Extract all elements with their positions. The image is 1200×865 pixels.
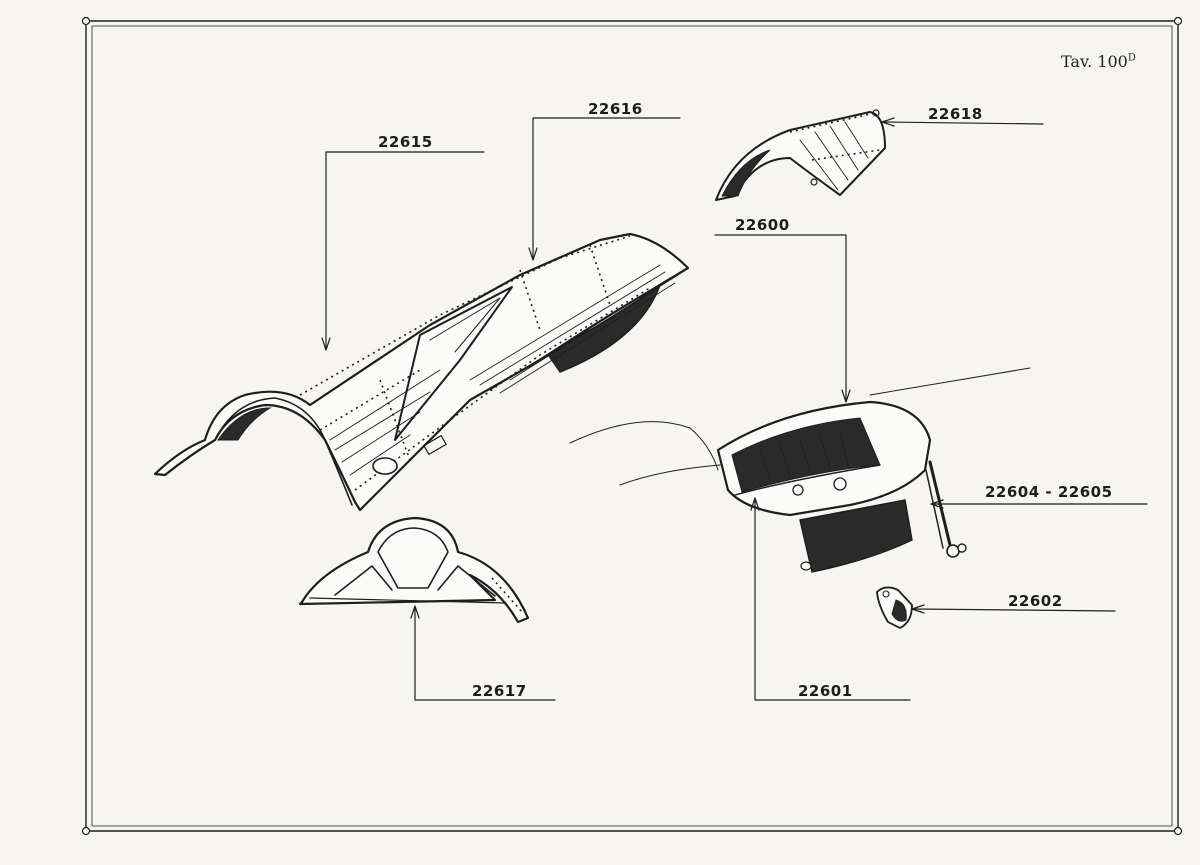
part-label-22602: 22602 [1008, 592, 1063, 610]
part-label-22601: 22601 [798, 682, 853, 700]
part-label-22618: 22618 [928, 105, 983, 123]
part-label-22600: 22600 [735, 216, 790, 234]
part-label-22604-22605: 22604 - 22605 [985, 483, 1113, 501]
part-label-22615: 22615 [378, 133, 433, 151]
sheet-frame [81, 16, 1183, 836]
part-label-22617: 22617 [472, 682, 527, 700]
plate-title: Tav. 100D [1061, 52, 1136, 71]
panel-22600-drawing [569, 367, 1031, 573]
bracket-22602-drawing [876, 586, 913, 629]
part-label-22616: 22616 [588, 100, 643, 118]
leader-lines [321, 117, 1148, 701]
plate-title-text: Tav. 100 [1061, 52, 1128, 71]
hood-22618-drawing [715, 109, 886, 201]
plate-title-suffix: D [1127, 52, 1136, 64]
frame-22617-drawing [298, 516, 530, 624]
fairing-22615-drawing [153, 232, 690, 512]
